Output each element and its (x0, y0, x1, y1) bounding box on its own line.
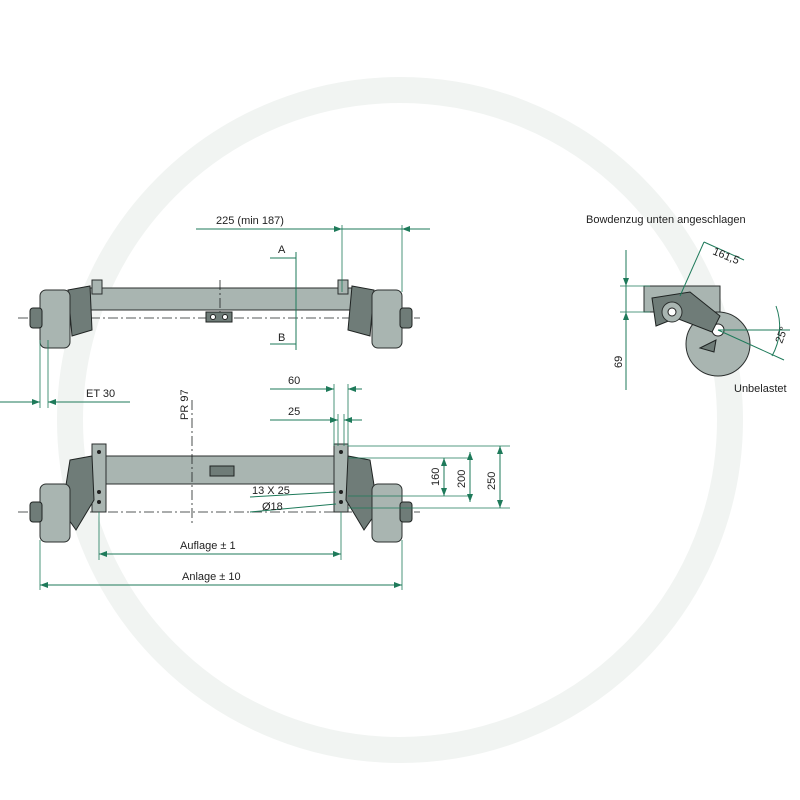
section-b-label: B (278, 332, 285, 344)
top-left-brake-drum (39, 289, 71, 349)
holes-label: 13 X 25 (252, 485, 290, 497)
top-right-swing-arm (347, 285, 375, 337)
section-a-label: A (278, 244, 286, 256)
dim-60-label: 60 (288, 375, 300, 387)
dim-200-label: 200 (456, 470, 468, 488)
bottom-right-brake-drum (371, 483, 403, 543)
dim-69-label: 69 (613, 356, 625, 368)
clamp-bolt (222, 314, 228, 320)
top-dimensions: 225 (min 187) A B ET 30 (0, 215, 430, 408)
bottom-axle-view (18, 400, 420, 543)
pr-label: PR 97 (179, 389, 191, 420)
top-right-bracket (337, 279, 349, 295)
top-left-hub-cap (29, 307, 43, 329)
bottom-dimensions: PR 97 60 25 160 200 250 (39, 375, 510, 590)
anlage-label: Anlage ± 10 (182, 571, 241, 583)
bottom-left-hub-cap (29, 501, 43, 523)
diameter-label: Ø18 (262, 501, 283, 513)
dim-161-label: 161,5 (711, 246, 741, 267)
top-right-hub-cap (399, 307, 413, 329)
dim-25-label: 25 (288, 406, 300, 418)
et-label: ET 30 (86, 388, 115, 400)
top-right-brake-drum (371, 289, 403, 349)
top-width-label: 225 (min 187) (216, 215, 284, 227)
angle-label: 25° (774, 325, 791, 345)
bowden-title: Bowdenzug unten angeschlagen (586, 214, 746, 226)
top-center-clamp (205, 311, 233, 323)
watermark-circle (57, 77, 743, 763)
clamp-bolt (210, 314, 216, 320)
dim-160-label: 160 (430, 468, 442, 486)
side-cam (698, 339, 717, 353)
bottom-right-swing-arm (345, 455, 379, 531)
top-left-bracket (91, 279, 103, 295)
bottom-center-clamp (209, 465, 235, 477)
dim-250-label: 250 (486, 472, 498, 490)
bottom-right-hub-cap (399, 501, 413, 523)
auflage-label: Auflage ± 1 (180, 540, 236, 552)
unbelastet-label: Unbelastet (734, 383, 787, 395)
bottom-left-brake-drum (39, 483, 71, 543)
top-left-swing-arm (67, 285, 93, 337)
top-axle-view (18, 279, 420, 349)
